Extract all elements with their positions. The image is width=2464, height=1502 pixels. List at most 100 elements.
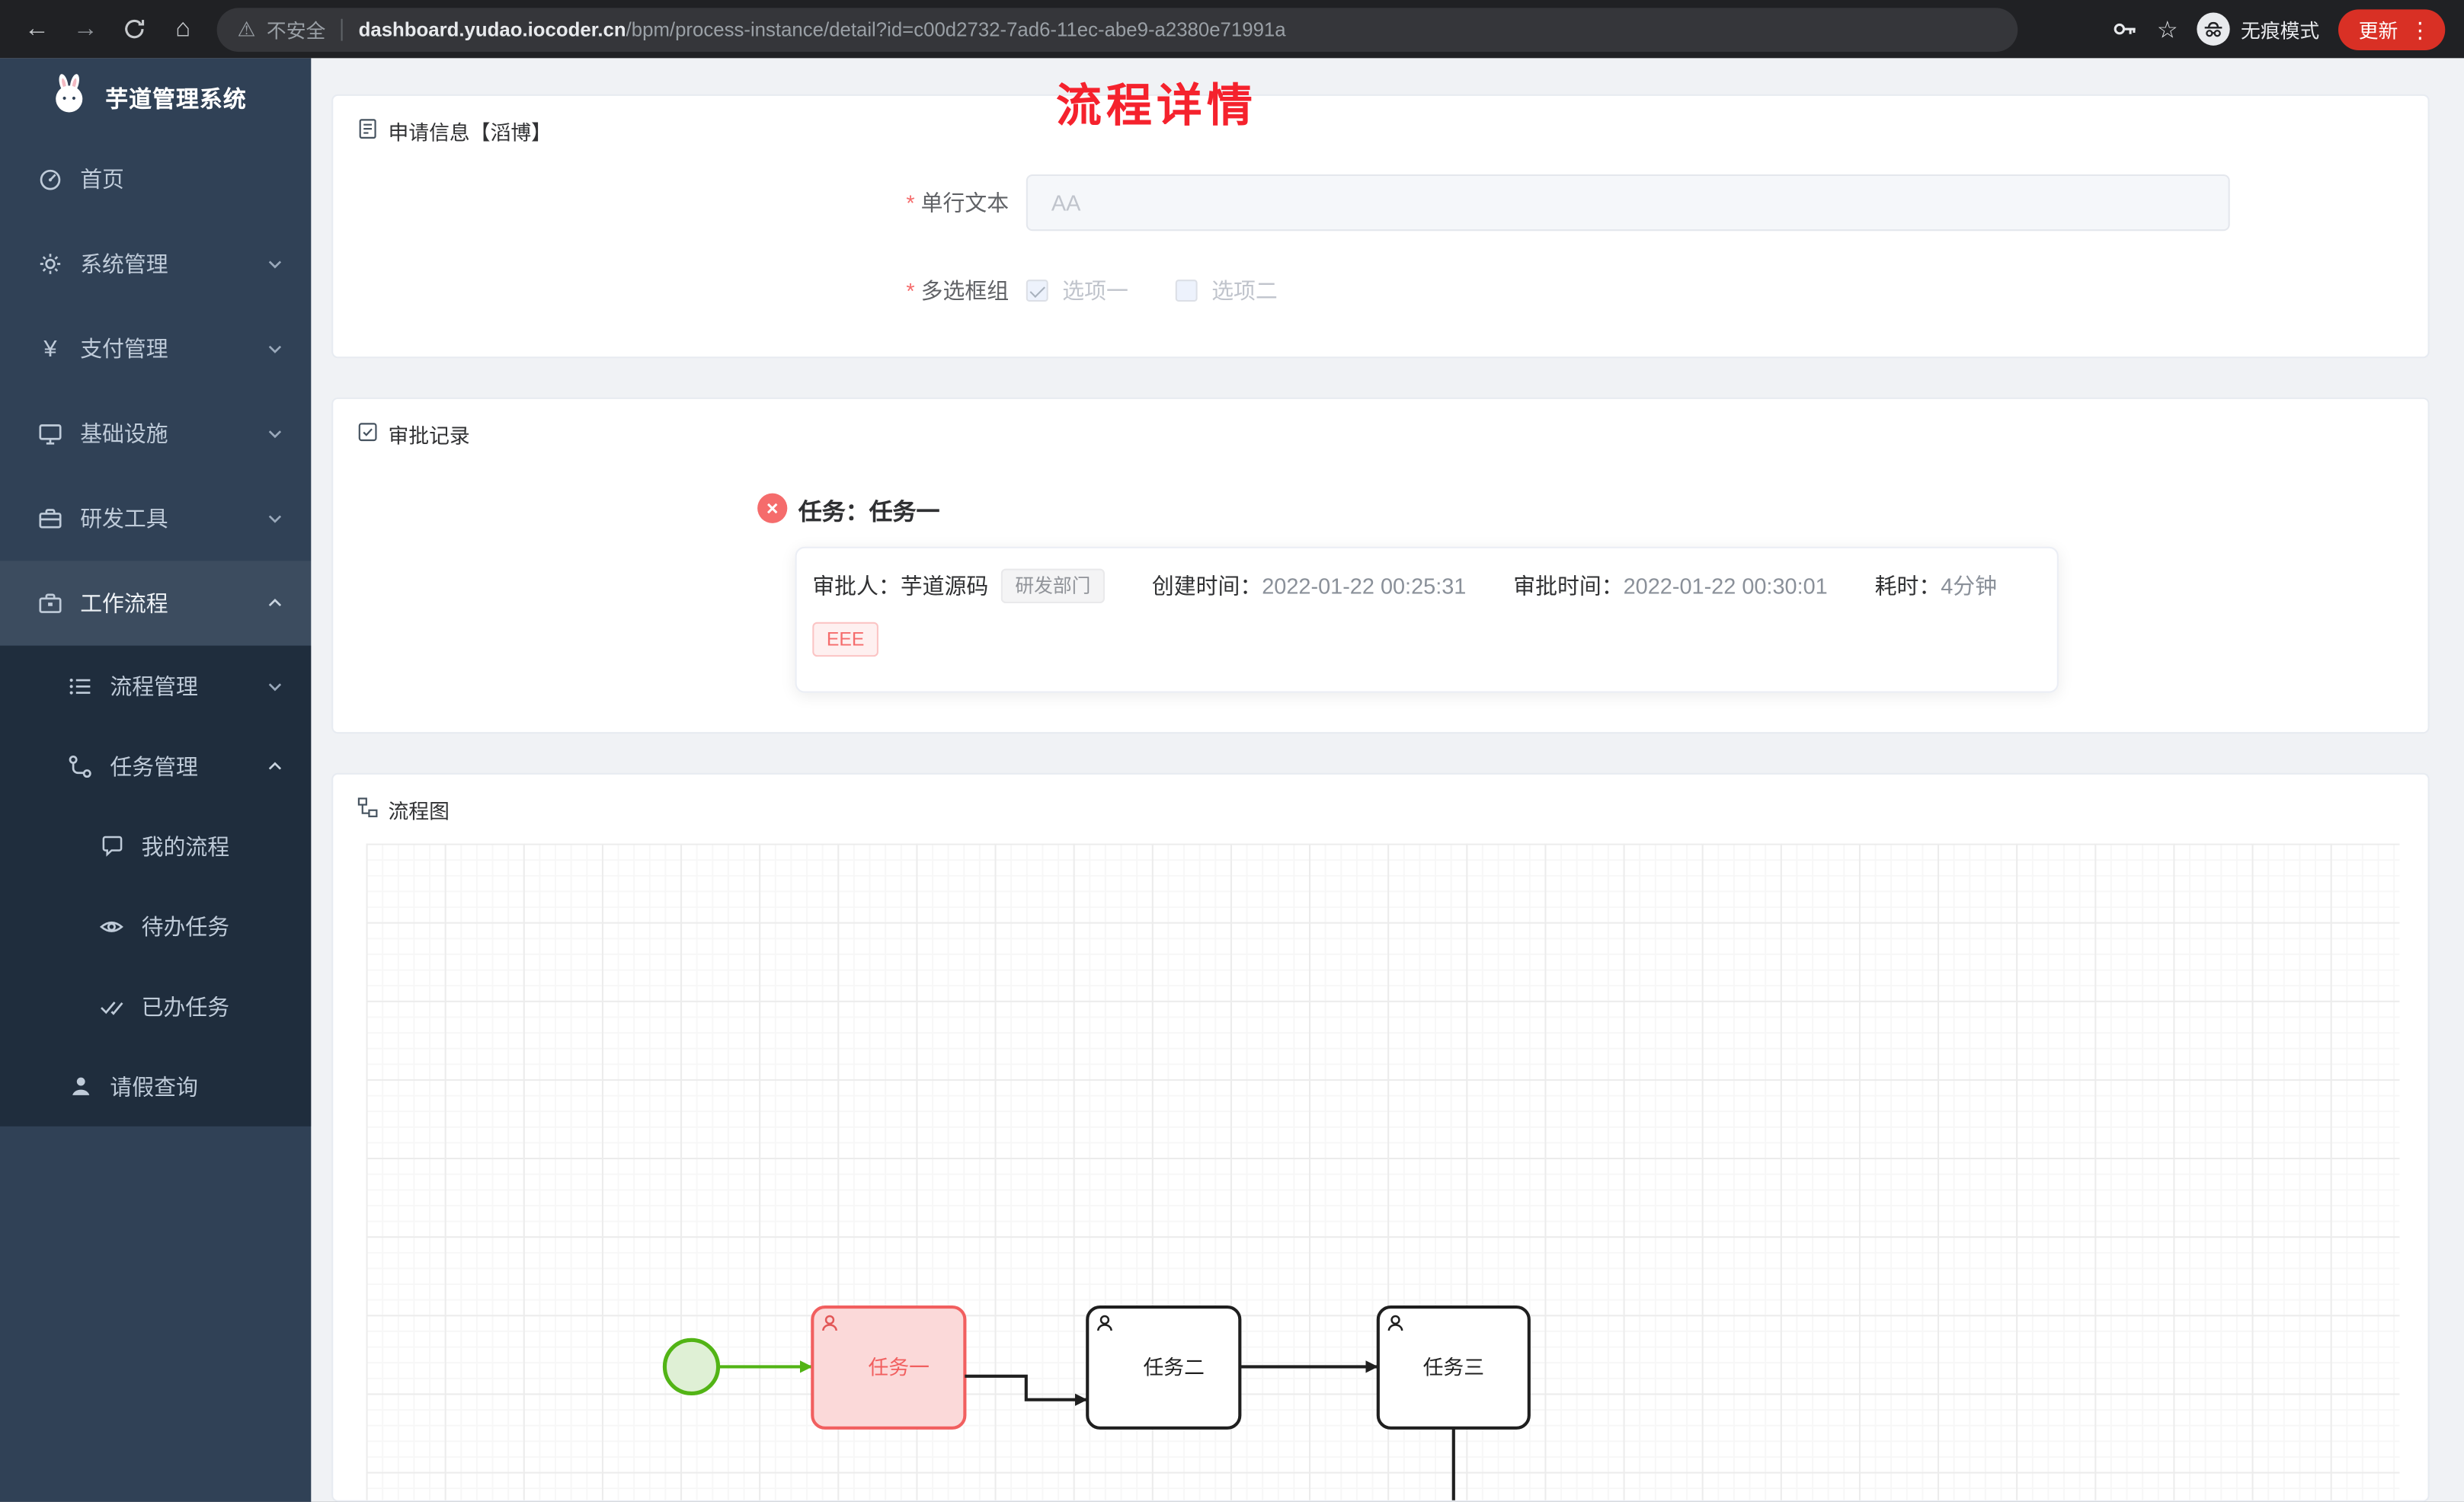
duration-value: 4分钟 bbox=[1941, 573, 1998, 599]
task-title: 任务：任务一 bbox=[798, 499, 940, 526]
start-event-node[interactable] bbox=[662, 1337, 721, 1396]
sidebar-item-process-mgmt[interactable]: 流程管理 bbox=[0, 646, 311, 726]
sidebar-item-task-mgmt[interactable]: 任务管理 bbox=[0, 726, 311, 806]
star-icon[interactable]: ☆ bbox=[2156, 16, 2178, 43]
security-label: 不安全 bbox=[266, 20, 326, 43]
toolbar-right: ☆ 无痕模式 更新 ⋮ bbox=[2111, 8, 2448, 50]
dashboard-icon bbox=[36, 167, 64, 192]
document-icon bbox=[357, 118, 379, 145]
home-icon[interactable]: ⌂ bbox=[175, 14, 191, 42]
sidebar-item-devtools[interactable]: 研发工具 bbox=[0, 476, 311, 561]
update-button[interactable]: 更新 ⋮ bbox=[2338, 8, 2446, 50]
apply-card-header: 申请信息【滔博】 bbox=[333, 96, 2427, 146]
briefcase-icon bbox=[36, 591, 64, 616]
chevron-down-icon bbox=[266, 676, 285, 695]
sidebar-item-infra[interactable]: 基础设施 bbox=[0, 391, 311, 476]
checkbox-group: 选项一 选项二 bbox=[1026, 272, 1325, 310]
sidebar-item-todo-tasks[interactable]: 待办任务 bbox=[0, 886, 311, 966]
sidebar-item-label: 支付管理 bbox=[80, 336, 168, 362]
url-bar[interactable]: ⚠ 不安全 dashboard.yudao.iocoder.cn/bpm/pro… bbox=[216, 7, 2018, 52]
chevron-down-icon bbox=[266, 424, 285, 443]
rejected-status-icon: × bbox=[757, 493, 788, 523]
flow-branch-icon bbox=[66, 753, 94, 778]
approval-detail-line: 审批人：芋道源码研发部门 创建时间：2022-01-22 00:25:31 审批… bbox=[812, 568, 2041, 603]
bpmn-diagram: 任务一 任务二 bbox=[662, 1305, 1531, 1500]
browser-toolbar: ← → ⌂ ⚠ 不安全 dashboard.yudao.iocoder.cn/b… bbox=[0, 0, 2464, 59]
sidebar-item-system[interactable]: 系统管理 bbox=[0, 222, 311, 306]
checkbox-checked-icon bbox=[1026, 280, 1048, 302]
approver-name: 芋道源码 bbox=[900, 573, 989, 599]
chevron-up-icon bbox=[266, 594, 285, 613]
back-icon[interactable]: ← bbox=[24, 14, 50, 42]
yen-icon: ¥ bbox=[43, 335, 57, 363]
chevron-down-icon bbox=[266, 254, 285, 273]
sidebar-item-label: 首页 bbox=[80, 166, 124, 192]
update-label: 更新 bbox=[2358, 20, 2398, 43]
list-icon bbox=[66, 673, 94, 698]
sidebar-item-payment[interactable]: ¥ 支付管理 bbox=[0, 306, 311, 391]
checkbox-option-2[interactable]: 选项二 bbox=[1175, 275, 1278, 306]
reload-icon[interactable] bbox=[114, 8, 156, 50]
warning-icon: ⚠ bbox=[237, 16, 256, 40]
kebab-menu-icon[interactable]: ⋮ bbox=[2408, 16, 2431, 42]
bpmn-canvas: 任务一 任务二 bbox=[366, 843, 2400, 1500]
approval-record-card: 审批记录 × 任务：任务一 审批人：芋道源码研发部门 创建时间：2022-01-… bbox=[331, 397, 2430, 734]
checkbox-option-label: 选项一 bbox=[1062, 278, 1128, 304]
sidebar-item-label: 请假查询 bbox=[110, 1073, 198, 1099]
sidebar-item-label: 我的流程 bbox=[141, 833, 230, 859]
double-check-icon bbox=[98, 994, 126, 1019]
toolbox-icon bbox=[36, 506, 64, 531]
key-icon[interactable] bbox=[2111, 16, 2138, 43]
sidebar-item-workflow[interactable]: 工作流程 bbox=[0, 561, 312, 646]
sidebar-item-my-process[interactable]: 我的流程 bbox=[0, 806, 311, 886]
user-task-icon bbox=[1387, 1315, 1403, 1331]
svg-text:任务一: 任务一 bbox=[869, 1357, 930, 1379]
incognito-label: 无痕模式 bbox=[2241, 20, 2320, 43]
diagram-icon bbox=[357, 797, 379, 823]
apply-card-title: 申请信息【滔博】 bbox=[388, 120, 552, 145]
task-node-2[interactable]: 任务二 bbox=[1086, 1305, 1242, 1430]
sidebar-item-home[interactable]: 首页 bbox=[0, 136, 311, 221]
forward-icon[interactable]: → bbox=[72, 14, 98, 42]
created-time: 2022-01-22 00:25:31 bbox=[1262, 573, 1467, 599]
task-node-3[interactable]: 任务三 bbox=[1376, 1305, 1531, 1430]
sidebar-item-label: 系统管理 bbox=[80, 251, 168, 276]
sidebar-item-label: 研发工具 bbox=[80, 506, 168, 532]
sidebar: 芋道管理系统 首页 系统管理 ¥ 支付管理 基础设施 bbox=[0, 58, 312, 1502]
sidebar-item-label: 待办任务 bbox=[141, 913, 230, 939]
sidebar-item-label: 流程管理 bbox=[110, 673, 198, 698]
checkbox-option-1[interactable]: 选项一 bbox=[1026, 275, 1128, 306]
sidebar-item-leave-query[interactable]: 请假查询 bbox=[0, 1047, 311, 1126]
approved-time: 2022-01-22 00:30:01 bbox=[1623, 573, 1828, 599]
user-task-icon bbox=[822, 1315, 837, 1331]
chevron-down-icon bbox=[266, 340, 285, 359]
chat-icon bbox=[98, 834, 126, 858]
dept-tag: 研发部门 bbox=[1000, 568, 1105, 603]
diagram-card-title: 流程图 bbox=[388, 799, 450, 823]
user-task-icon bbox=[1097, 1315, 1112, 1331]
incognito-badge[interactable]: 无痕模式 bbox=[2197, 12, 2320, 46]
url-path: /bpm/process-instance/detail?id=c00d2732… bbox=[626, 18, 1286, 40]
sidebar-item-label: 已办任务 bbox=[141, 993, 230, 1019]
diagram-card-header: 流程图 bbox=[333, 775, 2427, 825]
single-line-text-input[interactable] bbox=[1026, 174, 2230, 232]
checkbox-group-label: 多选框组 bbox=[333, 272, 1010, 310]
app-logo-row[interactable]: 芋道管理系统 bbox=[0, 58, 311, 136]
approval-card-header: 审批记录 bbox=[333, 399, 2427, 449]
main-content: 流程详情 申请信息【滔博】 单行文本 多选框组 选项一 选项二 bbox=[311, 58, 2464, 1502]
approval-card-title: 审批记录 bbox=[388, 423, 470, 448]
task-node-1[interactable]: 任务一 bbox=[811, 1305, 967, 1430]
record-icon bbox=[357, 421, 379, 448]
gear-icon bbox=[36, 251, 64, 276]
url-divider bbox=[341, 18, 343, 40]
svg-text:任务三: 任务三 bbox=[1423, 1357, 1484, 1379]
app-title: 芋道管理系统 bbox=[105, 87, 247, 113]
sidebar-item-done-tasks[interactable]: 已办任务 bbox=[0, 966, 311, 1046]
checkbox-unchecked-icon bbox=[1175, 280, 1198, 302]
approved-label: 审批时间： bbox=[1513, 573, 1624, 599]
incognito-icon bbox=[2197, 12, 2230, 46]
sidebar-item-label: 基础设施 bbox=[80, 420, 168, 446]
duration-label: 耗时： bbox=[1874, 573, 1941, 599]
comment-tag: EEE bbox=[812, 622, 878, 657]
